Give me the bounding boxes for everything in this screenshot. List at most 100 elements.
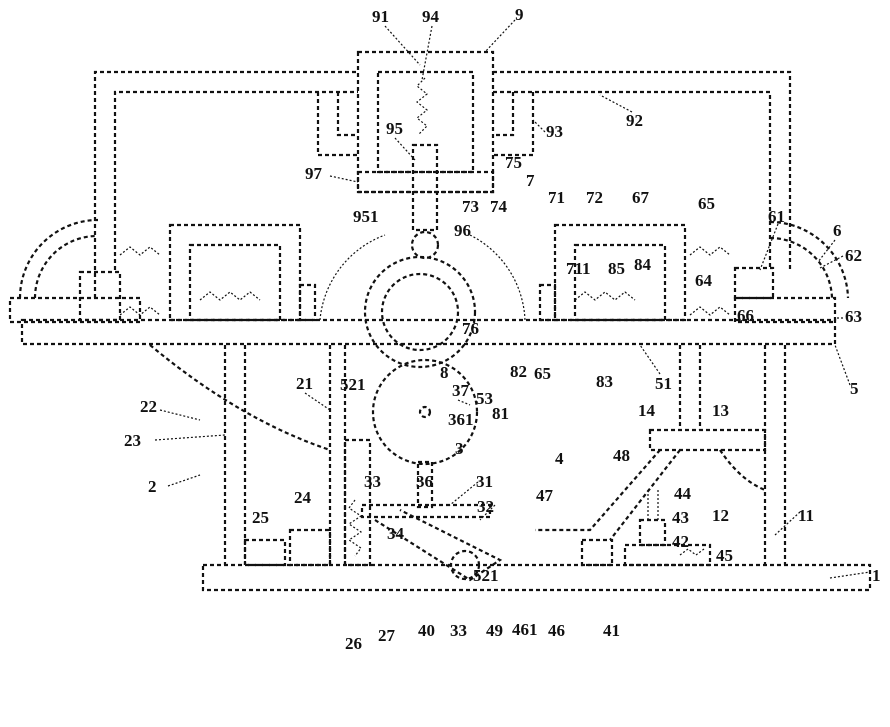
label: 94 (422, 7, 440, 26)
support-21 (223, 345, 347, 565)
spring-27 (347, 499, 363, 557)
label: 2 (148, 477, 157, 496)
label: 521 (340, 375, 366, 394)
label: 71 (548, 188, 565, 207)
label: 45 (716, 546, 733, 565)
toothed-arc-left (319, 234, 386, 321)
label: 40 (418, 621, 435, 640)
label: 92 (626, 111, 643, 130)
left-arc-inner (33, 234, 98, 299)
plate-97 (356, 170, 495, 194)
rod-95 (411, 143, 439, 232)
label: 44 (674, 484, 692, 503)
wheel-37 (371, 358, 479, 466)
label: 91 (372, 7, 389, 26)
label: 82 (510, 362, 527, 381)
label: 43 (672, 508, 689, 527)
roller-96 (410, 230, 440, 260)
left-arc-6 (18, 218, 99, 299)
label: 951 (353, 207, 379, 226)
label: 26 (345, 634, 362, 653)
label: 67 (632, 188, 650, 207)
label: 36 (416, 472, 433, 491)
label: 37 (452, 381, 470, 400)
label: 33 (364, 472, 381, 491)
label: 14 (638, 401, 656, 420)
support-11-14 (678, 345, 787, 565)
spring-94 (416, 77, 428, 135)
label: 63 (845, 307, 862, 326)
label: 23 (124, 431, 141, 450)
label: 49 (486, 621, 503, 640)
left-housing-inner (188, 243, 282, 322)
lever-34 (374, 509, 503, 582)
label: 65 (534, 364, 551, 383)
label: 24 (294, 488, 312, 507)
frame-92-inner (113, 90, 772, 270)
right-end-block-63 (733, 296, 837, 324)
label: 53 (476, 389, 493, 408)
label: 361 (448, 410, 474, 429)
label: 31 (476, 472, 493, 491)
plate-5 (20, 318, 837, 346)
springs-65 (119, 246, 731, 256)
right-post-61 (733, 266, 775, 300)
label: 64 (695, 271, 713, 290)
label: 461 (512, 620, 538, 639)
base-plate-1 (201, 563, 872, 592)
arc-12 (719, 449, 766, 492)
slider-81 (538, 283, 557, 322)
label: 84 (634, 255, 652, 274)
label: 72 (586, 188, 603, 207)
label: 711 (566, 259, 591, 278)
right-arc-inner-62 (769, 236, 834, 299)
label: 25 (252, 508, 269, 527)
label: 73 (462, 197, 479, 216)
block-46 (580, 538, 614, 567)
label: 66 (737, 306, 754, 325)
guide-35 (343, 438, 372, 567)
label: 62 (845, 246, 862, 265)
spring-45 (679, 548, 705, 556)
label: 48 (613, 446, 630, 465)
label: 8 (440, 363, 449, 382)
label: 7 (526, 171, 535, 190)
arc-22 (149, 344, 331, 452)
block-42 (638, 518, 667, 547)
label: 93 (546, 122, 563, 141)
label: 32 (477, 497, 494, 516)
wheel-inner (380, 272, 460, 352)
plate-13 (648, 428, 767, 452)
box-91 (356, 50, 495, 194)
label: 41 (603, 621, 620, 640)
label: 13 (712, 401, 729, 420)
label: 81 (492, 404, 509, 423)
plate-31 (360, 503, 492, 519)
label: 85 (608, 259, 625, 278)
label: 96 (454, 221, 471, 240)
label: 21 (296, 374, 313, 393)
wheel-37-axle (418, 405, 432, 419)
label: 46 (548, 621, 565, 640)
label: 9 (515, 5, 524, 24)
springs-85 (199, 291, 636, 301)
wheel-outer (363, 255, 477, 369)
rod-36 (416, 460, 434, 509)
label: 11 (798, 506, 814, 525)
label: 6 (833, 221, 842, 240)
label: 22 (140, 397, 157, 416)
label: 27 (378, 626, 396, 645)
toothed-arc-right-76 (469, 234, 526, 321)
leader-lines (154, 19, 871, 579)
label: 4 (555, 449, 564, 468)
rod-44 (647, 490, 659, 520)
label: 42 (672, 532, 689, 551)
springs-66 (119, 306, 731, 316)
label: 1 (872, 566, 881, 585)
label: 83 (596, 372, 613, 391)
bracket-93 (493, 92, 535, 157)
left-slider (298, 283, 317, 322)
label: 33 (450, 621, 467, 640)
label: 75 (505, 153, 522, 172)
